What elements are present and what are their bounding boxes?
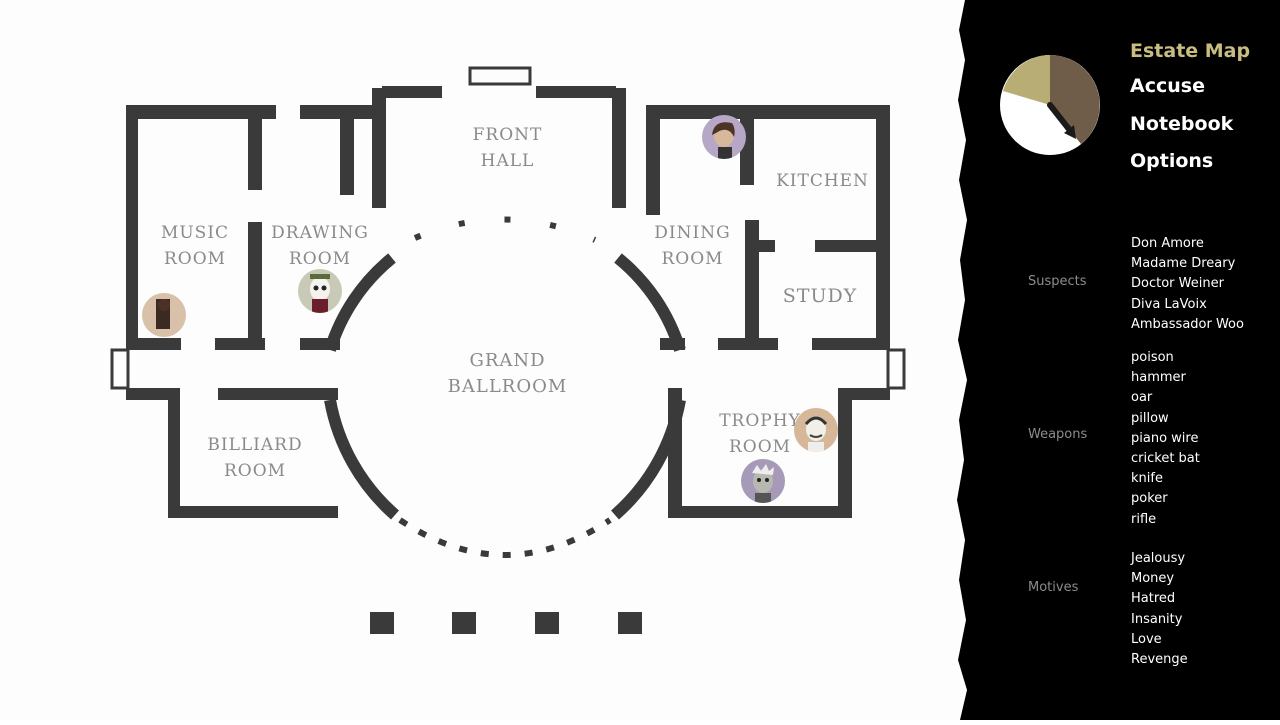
suspect-item[interactable]: Ambassador Woo: [1131, 316, 1244, 332]
wall: [248, 222, 262, 350]
suspect-avatar[interactable]: [794, 408, 838, 452]
wall: [126, 105, 276, 119]
floor-plan: [110, 66, 906, 634]
suspect-avatar[interactable]: [142, 293, 186, 337]
room-label-grand-ballroom[interactable]: Grand Ballroom: [447, 350, 568, 397]
wall: [126, 338, 181, 350]
menu-accuse[interactable]: Accuse: [1130, 75, 1205, 97]
suspects-label: Suspects: [1028, 274, 1087, 289]
room-label-trophy-room[interactable]: Trophy Room: [719, 411, 801, 457]
wall: [218, 388, 338, 400]
side-panel: [955, 0, 1280, 720]
menu-estate-map[interactable]: Estate Map: [1130, 40, 1251, 62]
time-clock-icon: [1000, 55, 1100, 155]
weapon-item[interactable]: piano wire: [1131, 430, 1199, 446]
weapon-item[interactable]: poison: [1131, 350, 1174, 365]
suspects-list: Don Amore Madame Dreary Doctor Weiner Di…: [1131, 234, 1244, 335]
wall: [646, 105, 890, 119]
suspect-avatar[interactable]: [702, 115, 746, 159]
motives-label: Motives: [1028, 580, 1079, 595]
wall: [126, 388, 176, 400]
room-label-billiard-room[interactable]: Billiard Room: [207, 435, 303, 481]
room-label-front-hall[interactable]: Front Hall: [472, 125, 543, 171]
weapon-item[interactable]: hammer: [1131, 370, 1186, 386]
suspect-avatar[interactable]: [298, 269, 342, 313]
wall: [612, 88, 626, 208]
weapon-item[interactable]: pillow: [1131, 410, 1169, 426]
motive-item[interactable]: Revenge: [1131, 652, 1188, 668]
wall: [876, 105, 890, 350]
wall: [168, 388, 180, 518]
motive-item[interactable]: Hatred: [1131, 591, 1176, 607]
room-label-kitchen[interactable]: Kitchen: [776, 171, 869, 191]
pillar: [535, 612, 559, 634]
motive-item[interactable]: Money: [1131, 571, 1175, 587]
suspect-item[interactable]: Don Amore: [1131, 236, 1204, 251]
estate-map: Front Hall Music Room Drawing Room Dinin…: [110, 66, 906, 634]
suspect-avatar[interactable]: [741, 459, 785, 503]
room-label-dining-room[interactable]: Dining Room: [654, 223, 731, 269]
suspect-item[interactable]: Diva LaVoix: [1131, 296, 1207, 312]
motives-list: Jealousy Money Hatred Insanity Love Reve…: [1131, 549, 1188, 670]
pillar: [618, 612, 642, 634]
weapons-label: Weapons: [1028, 427, 1088, 442]
suspect-item[interactable]: Doctor Weiner: [1131, 276, 1224, 292]
weapon-item[interactable]: knife: [1131, 471, 1163, 487]
wall: [745, 220, 759, 350]
pillar: [370, 612, 394, 634]
wall: [215, 338, 265, 350]
wall: [745, 240, 775, 252]
wall: [372, 88, 386, 208]
room-label-drawing-room[interactable]: Drawing Room: [271, 223, 369, 269]
wall: [382, 86, 442, 98]
room-label-music-room[interactable]: Music Room: [160, 223, 230, 269]
menu-options[interactable]: Options: [1130, 150, 1214, 172]
room-label-study[interactable]: Study: [782, 285, 858, 307]
wall: [646, 105, 660, 215]
weapons-list: poison hammer oar pillow piano wire cric…: [1131, 348, 1200, 530]
pillar: [452, 612, 476, 634]
weapon-item[interactable]: poker: [1131, 491, 1168, 507]
motive-item[interactable]: Jealousy: [1131, 551, 1186, 566]
menu-notebook[interactable]: Notebook: [1130, 113, 1234, 135]
motive-item[interactable]: Love: [1131, 631, 1162, 647]
suspect-item[interactable]: Madame Dreary: [1131, 256, 1236, 272]
wall: [340, 105, 354, 195]
wall: [536, 86, 616, 98]
wall: [815, 240, 890, 252]
weapon-item[interactable]: cricket bat: [1131, 451, 1200, 467]
weapon-item[interactable]: oar: [1131, 390, 1153, 406]
wall: [838, 388, 852, 518]
wall: [248, 105, 262, 190]
panel-background: [957, 0, 1280, 720]
wall: [812, 338, 890, 350]
wall: [718, 338, 778, 350]
motive-item[interactable]: Insanity: [1131, 611, 1183, 627]
wall: [740, 105, 754, 185]
weapon-item[interactable]: rifle: [1131, 511, 1157, 527]
